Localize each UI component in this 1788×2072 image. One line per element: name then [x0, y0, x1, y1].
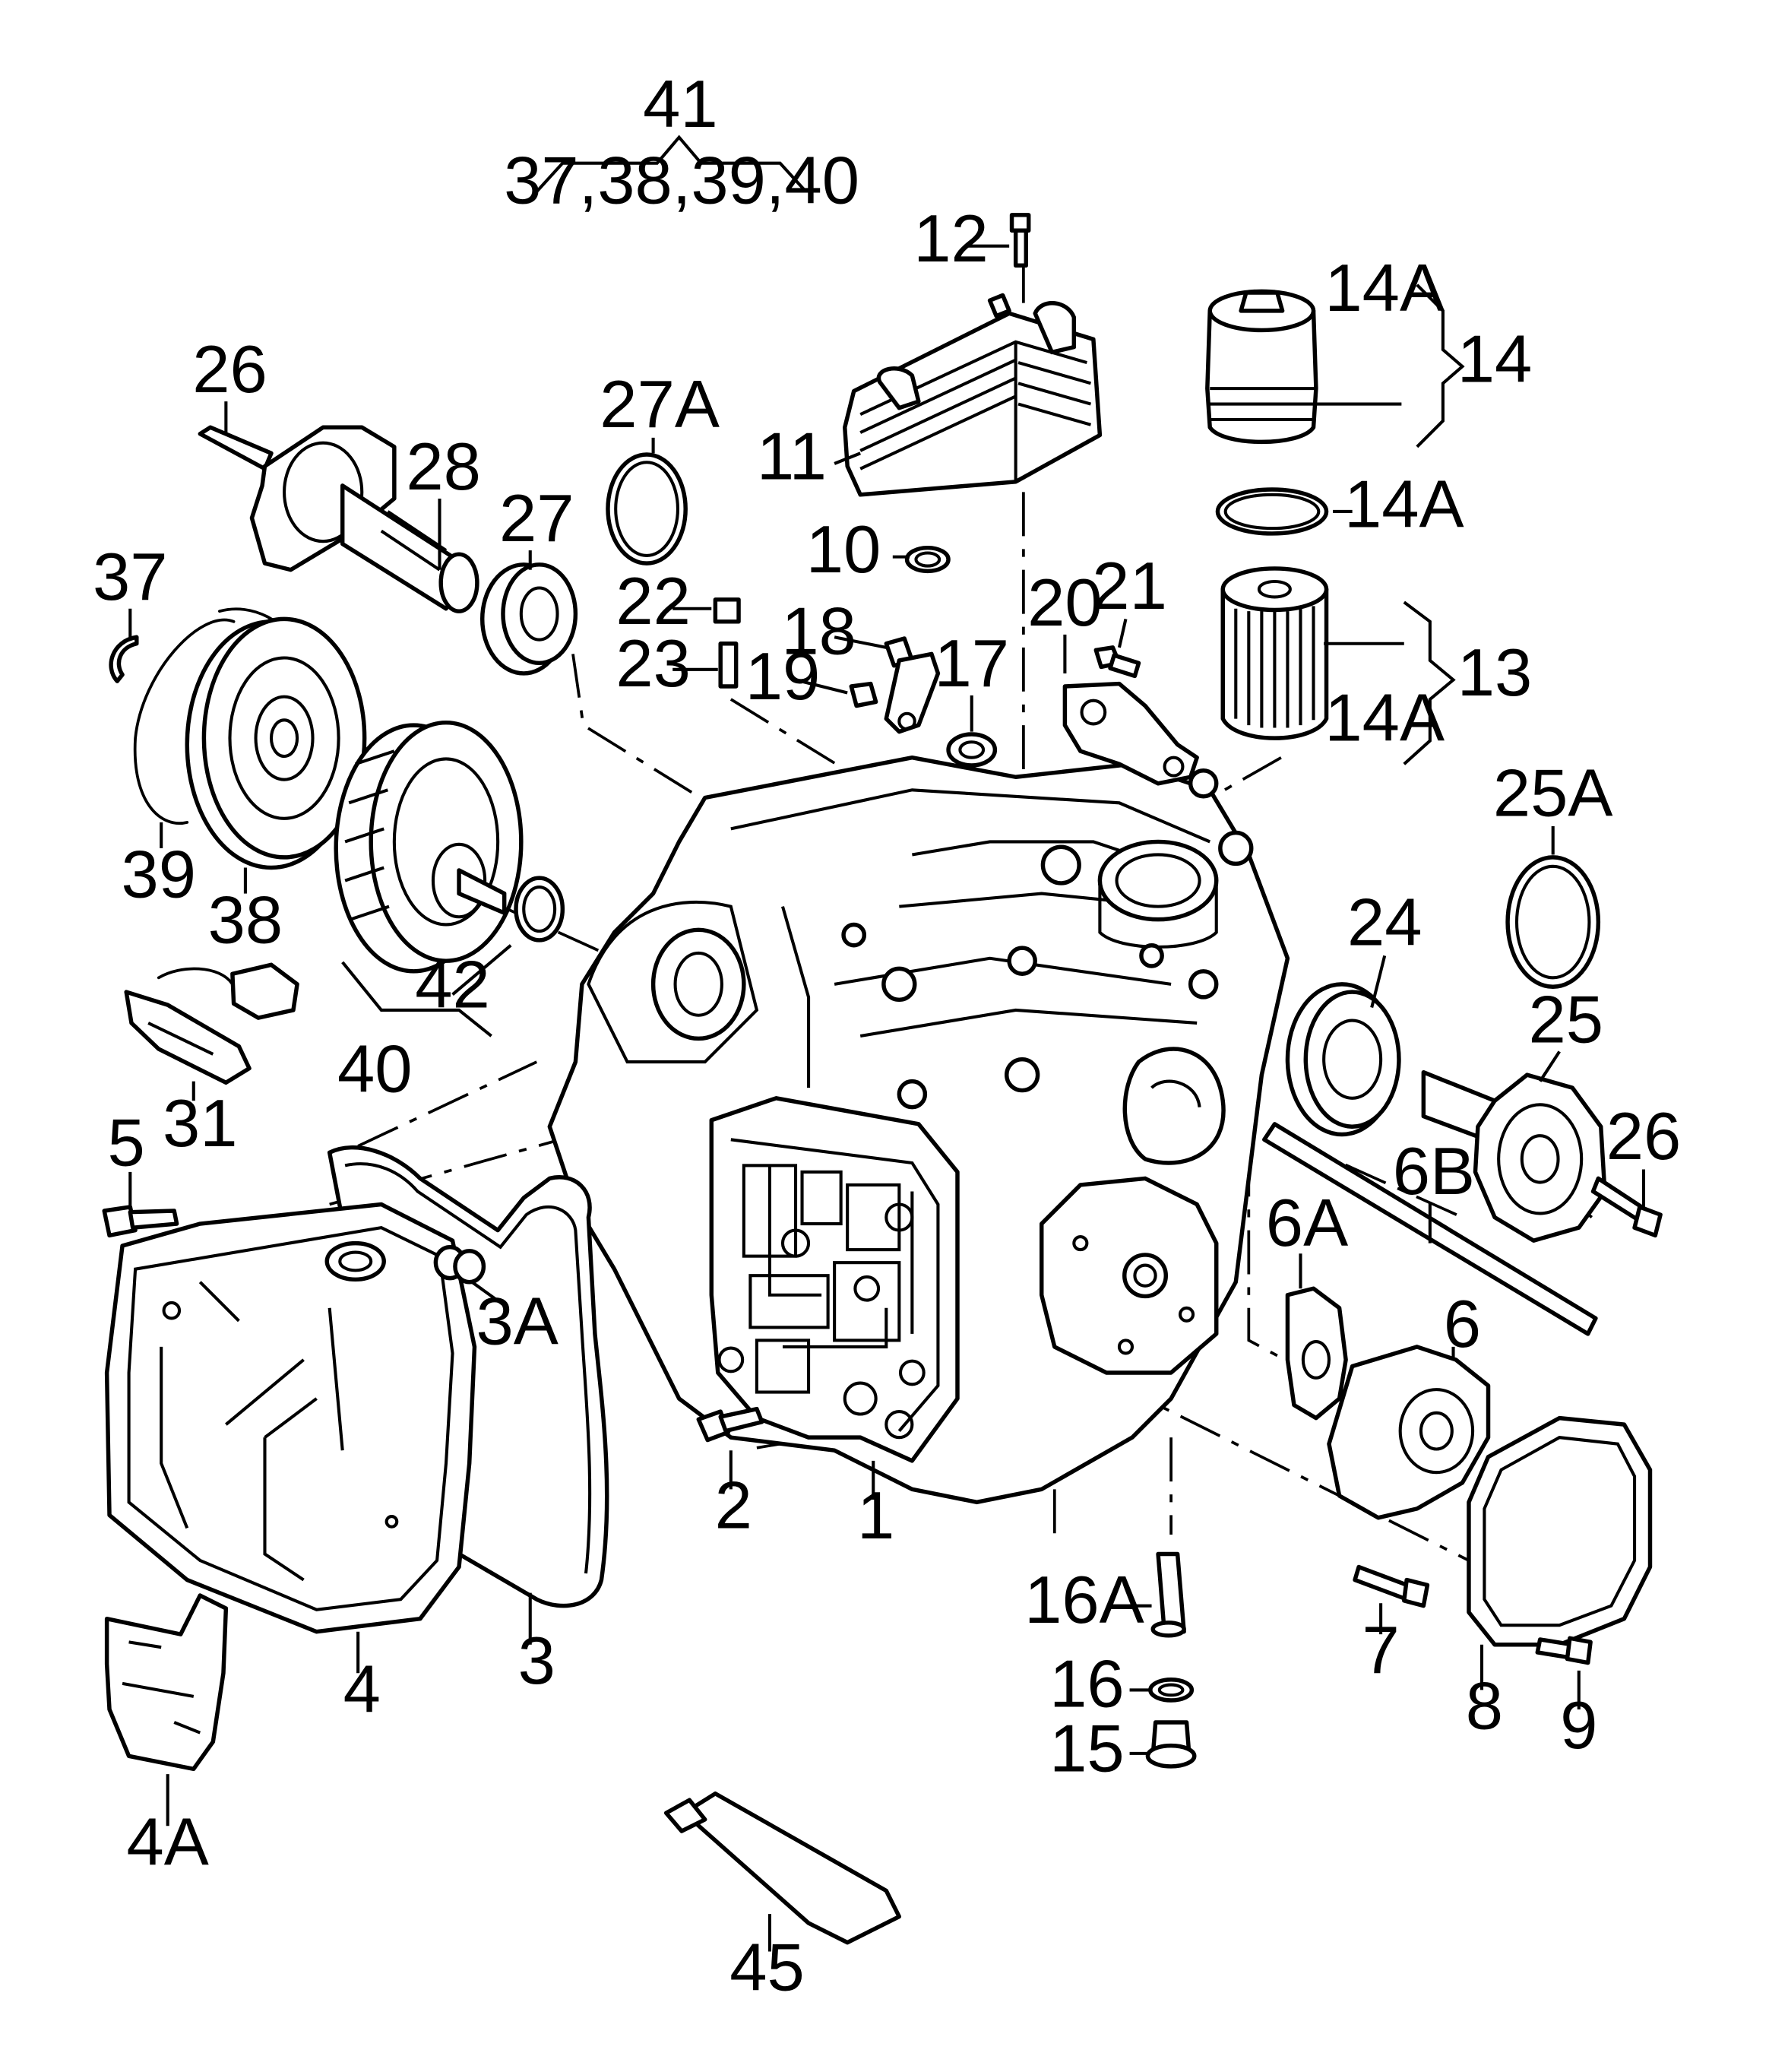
oil-cooler [843, 293, 1103, 497]
bolt-5 [102, 1205, 179, 1238]
plug-22 [713, 597, 741, 624]
filter-cap-14 [1205, 289, 1318, 445]
filter-element-13 [1220, 566, 1329, 740]
callout-4A: 4A [127, 1804, 209, 1879]
callout-31: 31 [163, 1085, 238, 1161]
bolt-9 [1535, 1636, 1593, 1665]
clutch-pack-40 [334, 720, 524, 974]
sleeve-23 [718, 642, 739, 689]
o-ring-25A [1505, 855, 1601, 989]
o-ring-42 [514, 876, 565, 943]
callout-labels: 41 37,38,39,40 1 2 3 3A 4 4A 5 6 6A 6B 7… [93, 66, 1681, 2005]
callout-40: 40 [337, 1031, 413, 1106]
seal-27 [479, 562, 578, 676]
bolt-26-right [1590, 1176, 1663, 1238]
seal-24 [1285, 982, 1401, 1137]
callout-leaders [128, 244, 1646, 1952]
overflow-tube-16A [1150, 1551, 1186, 1638]
callout-24: 24 [1347, 885, 1422, 960]
callout-26-left: 26 [192, 331, 267, 407]
bracket-4A [104, 1593, 229, 1772]
callout-42: 42 [415, 947, 490, 1022]
callout-12: 12 [913, 201, 989, 276]
callout-20: 20 [1027, 565, 1103, 640]
callout-39: 39 [122, 837, 197, 912]
o-ring-14A [1215, 487, 1329, 536]
callout-14A-bottom: 14A [1324, 680, 1445, 756]
callout-23: 23 [616, 626, 691, 701]
callout-5: 5 [108, 1104, 145, 1180]
callout-14: 14 [1457, 322, 1533, 397]
callout-45: 45 [729, 1930, 805, 2005]
group-bracket-41 [535, 135, 808, 193]
callout-3A: 3A [476, 1283, 559, 1358]
o-ring-27A [606, 452, 688, 566]
callout-17: 17 [934, 626, 1009, 701]
callout-2: 2 [715, 1467, 752, 1542]
callout-4: 4 [343, 1651, 381, 1726]
callout-18: 18 [781, 593, 856, 668]
callout-6: 6 [1444, 1286, 1481, 1361]
callout-22: 22 [616, 563, 691, 638]
drive-flange-left [198, 425, 479, 613]
sealant-tube-45 [663, 1791, 902, 1945]
callout-3: 3 [518, 1623, 555, 1698]
group-label-members: 37,38,39,40 [504, 142, 859, 217]
callout-26-right: 26 [1606, 1098, 1682, 1174]
callout-10: 10 [806, 512, 881, 587]
snap-ring-37 [109, 635, 139, 683]
housing-side-plate [1040, 1176, 1219, 1375]
group-label-41: 41 [643, 66, 718, 141]
callout-28: 28 [406, 429, 481, 504]
oil-pan [104, 1202, 477, 1634]
callout-25A: 25A [1493, 755, 1613, 830]
drive-flange-right [1421, 1069, 1607, 1243]
o-rings-3A [433, 1244, 486, 1285]
cover-6 [1327, 1345, 1491, 1520]
seal-16 [1148, 1678, 1195, 1703]
sensor-harness-31 [124, 962, 299, 1085]
bolt-7 [1353, 1564, 1430, 1608]
callout-7: 7 [1362, 1612, 1399, 1687]
callout-6B: 6B [1393, 1133, 1475, 1209]
callout-14A-top: 14A [1324, 250, 1445, 325]
callout-16: 16 [1049, 1646, 1125, 1722]
seal-17 [946, 732, 998, 768]
valve-body [709, 1096, 960, 1463]
callout-16A: 16A [1024, 1562, 1144, 1637]
bolt-21 [1093, 645, 1141, 679]
callout-25: 25 [1528, 982, 1603, 1057]
callout-37: 37 [93, 539, 168, 614]
seal-10 [904, 545, 951, 574]
callout-38: 38 [208, 882, 283, 957]
callout-6A: 6A [1266, 1185, 1348, 1260]
nut-19 [849, 681, 878, 708]
callout-1: 1 [857, 1478, 894, 1553]
callout-15: 15 [1049, 1711, 1125, 1786]
drain-plug-15 [1145, 1720, 1197, 1769]
callout-14A-middle: 14A [1344, 466, 1464, 541]
callout-11: 11 [757, 418, 827, 493]
callout-9: 9 [1560, 1687, 1597, 1763]
callout-8: 8 [1466, 1668, 1503, 1744]
callout-27A: 27A [600, 366, 720, 442]
cover-8 [1467, 1415, 1653, 1647]
clutch-drum-38 [185, 616, 367, 870]
bolt-2 [696, 1406, 764, 1443]
bolt-12 [1009, 213, 1031, 268]
callout-21: 21 [1092, 548, 1167, 623]
gasket-6A [1285, 1286, 1348, 1421]
callout-13: 13 [1457, 635, 1533, 710]
bracket-18 [884, 651, 941, 734]
callout-19: 19 [745, 638, 821, 714]
callout-27: 27 [499, 480, 574, 556]
bracket-20 [1062, 681, 1199, 786]
